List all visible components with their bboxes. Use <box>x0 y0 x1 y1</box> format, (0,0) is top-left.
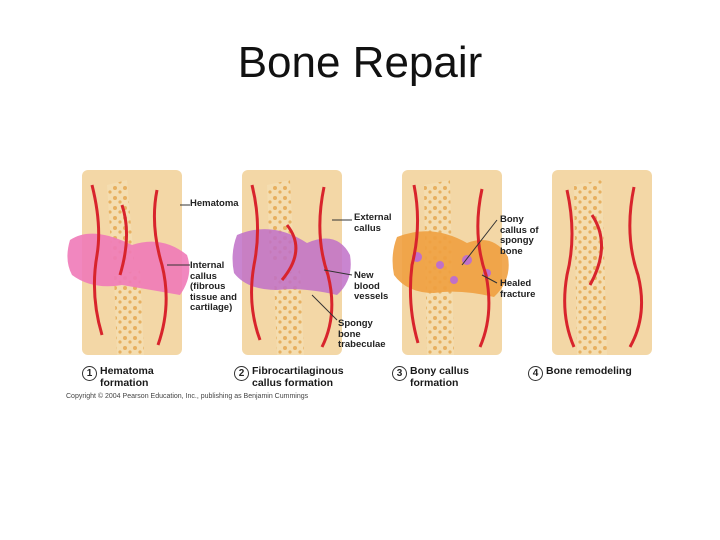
bone-repair-illustration <box>67 170 652 355</box>
step-1-number: 1 <box>82 366 97 381</box>
panel-hematoma-formation <box>67 170 190 355</box>
step-3-label: Bony callus formation <box>410 365 469 389</box>
label-external-callus: External callus <box>354 212 392 234</box>
label-spongy-bone-trabeculae: Spongy bone trabeculae <box>338 318 386 350</box>
step-4-number: 4 <box>528 366 543 381</box>
step-1-label: Hematoma formation <box>100 365 154 389</box>
copyright-notice: Copyright © 2004 Pearson Education, Inc.… <box>66 393 309 400</box>
panel-bone-remodeling <box>552 170 652 355</box>
label-internal-callus: Internal callus (fibrous tissue and cart… <box>190 260 237 313</box>
panel-bony-callus <box>392 170 509 355</box>
step-2-number: 2 <box>234 366 249 381</box>
step-4-label: Bone remodeling <box>546 365 632 377</box>
bone-repair-figure: Hematoma Internal callus (fibrous tissue… <box>62 165 662 400</box>
slide-title: Bone Repair <box>237 38 483 87</box>
label-new-blood-vessels: New blood vessels <box>354 270 389 302</box>
step-2-label: Fibrocartilaginous callus formation <box>252 365 344 389</box>
label-healed-fracture: Healed fracture <box>500 278 536 300</box>
label-bony-callus: Bony callus of spongy bone <box>500 214 539 257</box>
leader-lines <box>167 204 498 321</box>
step-3-number: 3 <box>392 366 407 381</box>
panel-fibrocartilaginous-callus <box>232 170 351 355</box>
label-hematoma: Hematoma <box>190 198 239 209</box>
